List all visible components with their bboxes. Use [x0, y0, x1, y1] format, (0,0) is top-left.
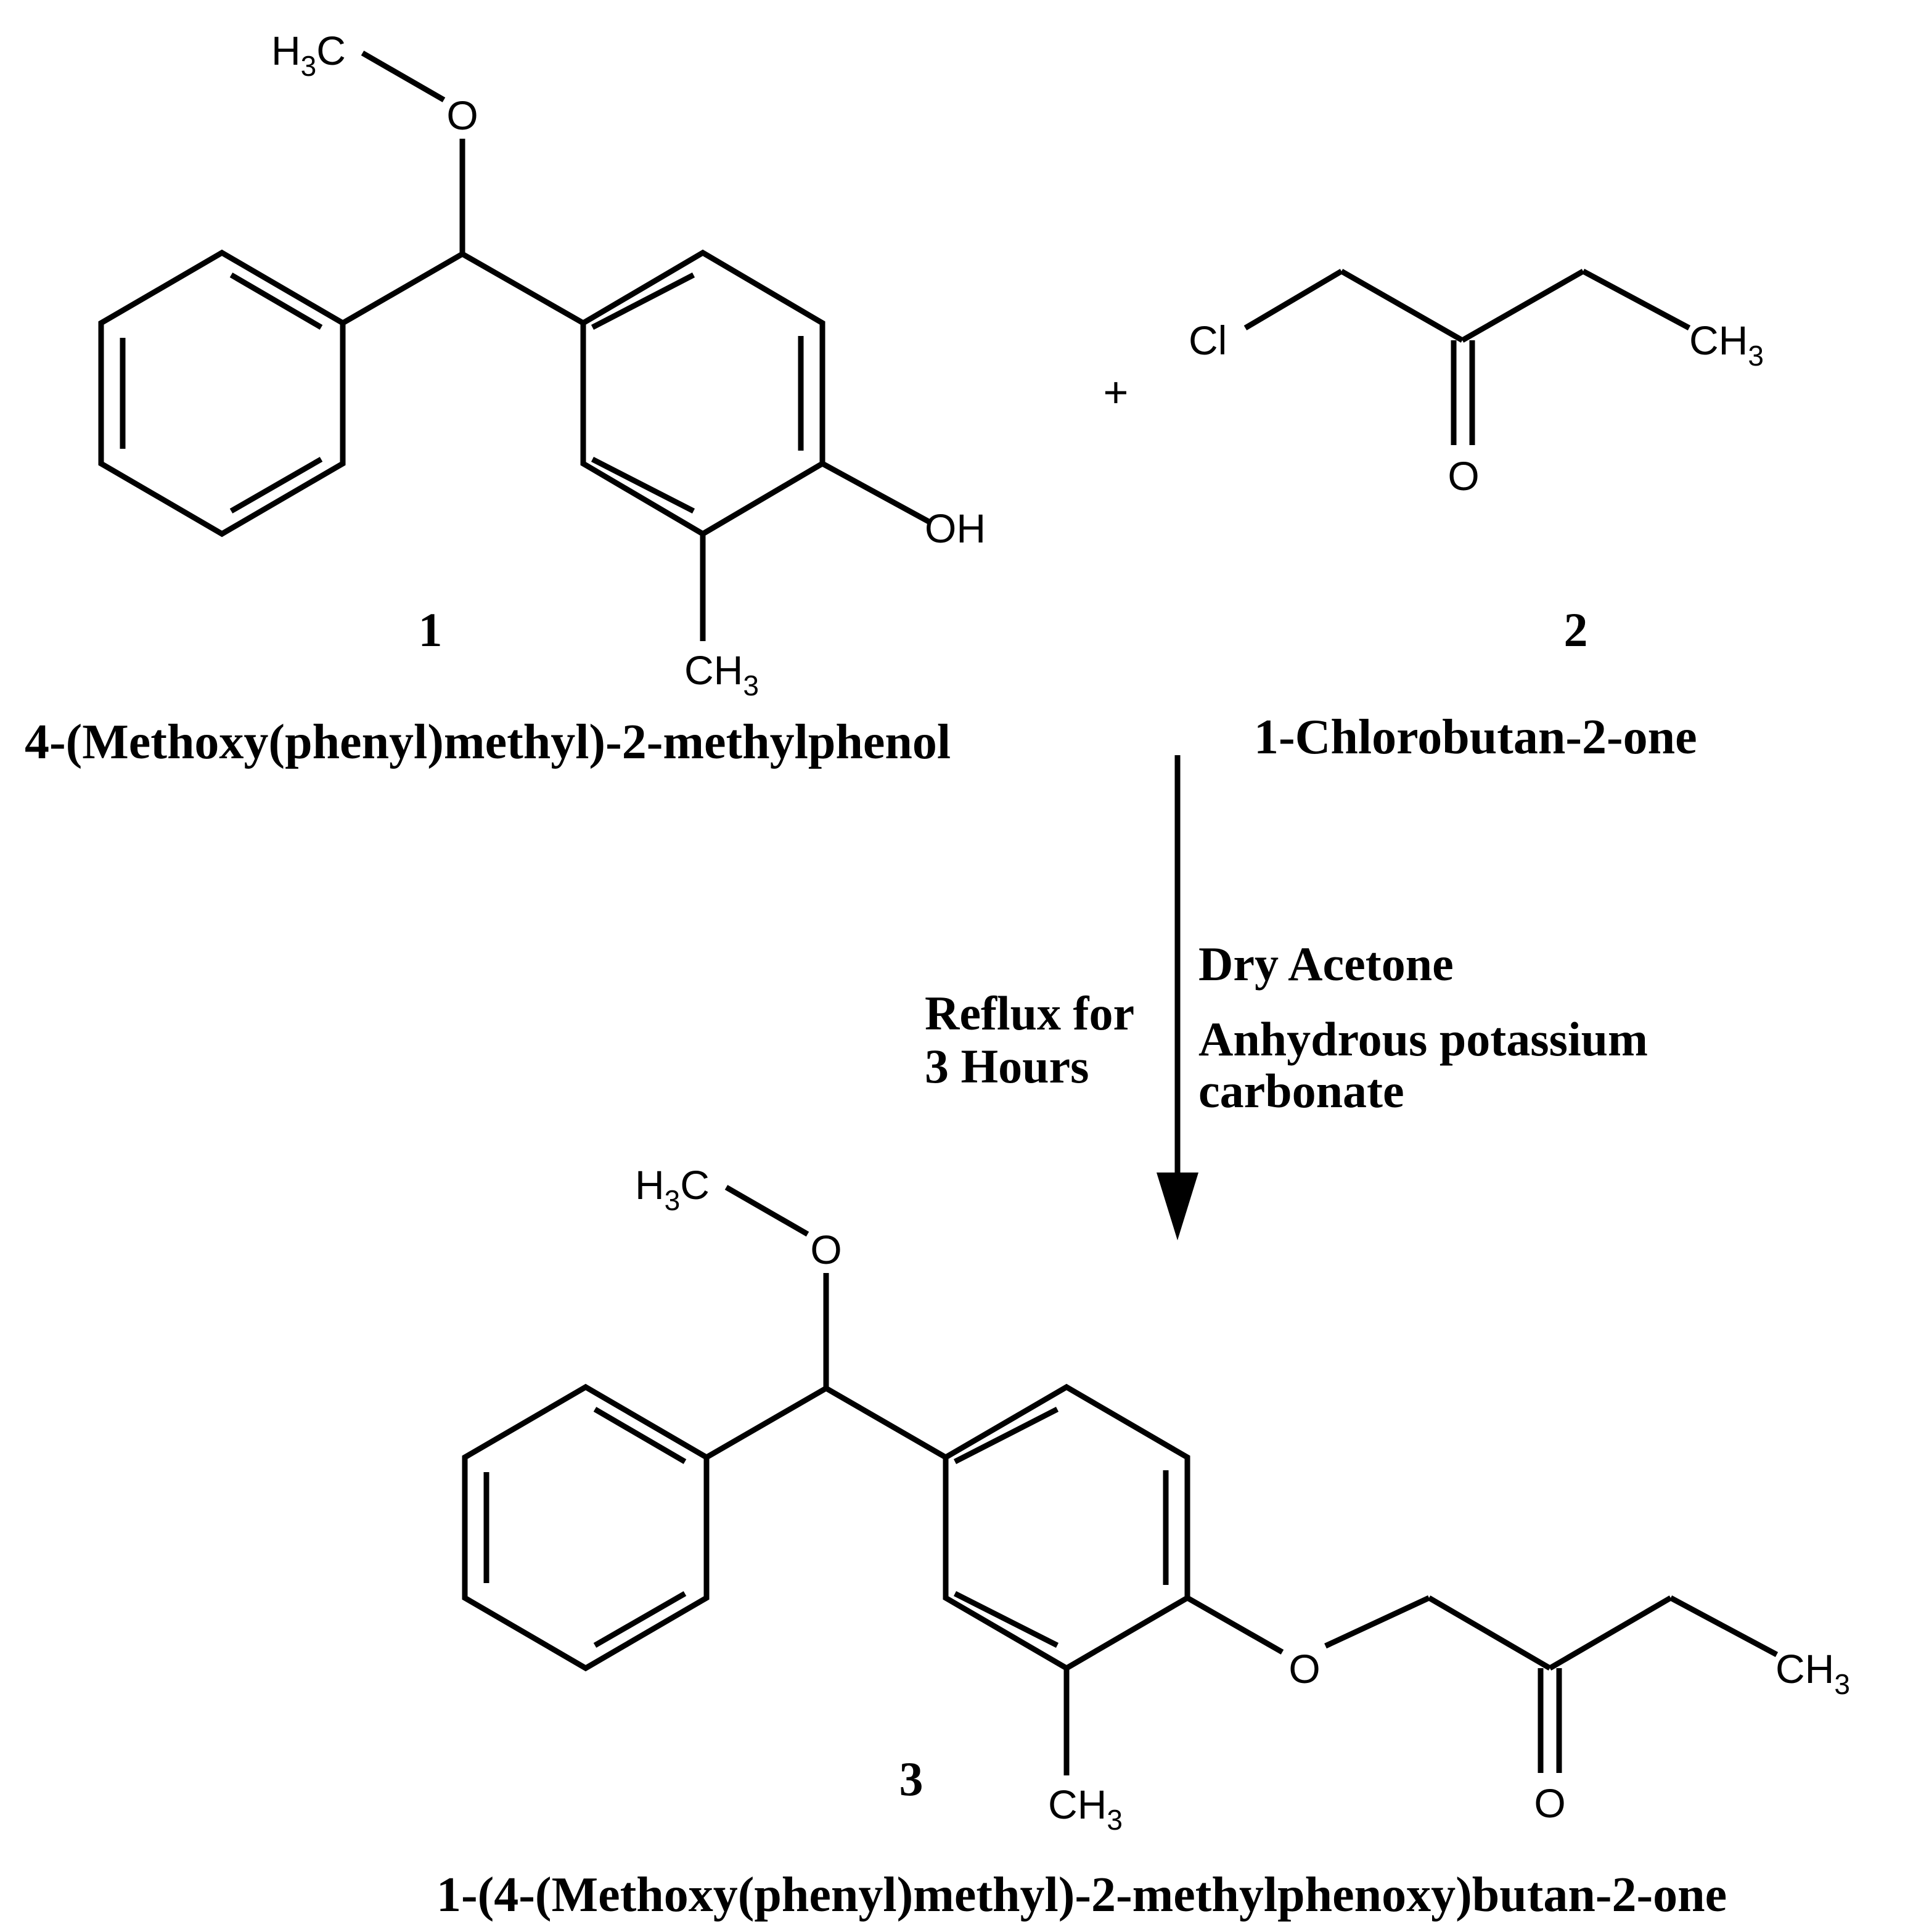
- compound-1-phenol-ring: [580, 249, 825, 538]
- condition-reflux-line1: Reflux for: [925, 986, 1134, 1040]
- compound-3-number: 3: [899, 1752, 924, 1806]
- compound-1-methoxy-ch3-label: H3C: [271, 28, 346, 82]
- compound-1-ether-oxygen-label: O: [446, 92, 478, 138]
- compound-3-carbonyl-oxygen-label: O: [1534, 1780, 1565, 1826]
- reaction-arrow: [1157, 755, 1198, 1240]
- compound-3-ether-oxygen-label: O: [810, 1227, 842, 1272]
- compound-3-name: 1-(4-(Methoxy(phenyl)methyl)-2-methylphe…: [436, 1868, 1727, 1922]
- compound-1-bond-ch-ring: [461, 252, 585, 325]
- compound-2-chlorine-label: Cl: [1189, 317, 1227, 363]
- compound-1-structure: H3C O OH CH3: [98, 28, 986, 702]
- compound-2-bond-c3-c4: [1581, 269, 1691, 330]
- compound-3-bond-ch-ring: [824, 1386, 948, 1460]
- compound-2-bond-c1-c2: [1340, 269, 1464, 343]
- compound-1-bond-phenyl-ch: [341, 252, 464, 325]
- compound-3-bond-o-ch2: [1324, 1595, 1430, 1649]
- compound-3-terminal-methyl-label: CH3: [1775, 1646, 1850, 1700]
- compound-2-structure: Cl O CH3: [1189, 269, 1764, 499]
- compound-2-terminal-methyl-label: CH3: [1689, 317, 1764, 372]
- compound-2-number: 2: [1564, 603, 1588, 657]
- compound-1-bond-o-ch3: [361, 51, 446, 102]
- condition-reflux-line2: 3 Hours: [925, 1039, 1089, 1093]
- compound-2-bond-c2-c3: [1460, 269, 1585, 343]
- compound-1-number: 1: [419, 603, 443, 657]
- condition-solvent: Dry Acetone: [1198, 937, 1454, 991]
- compound-3-aryl-ether-oxygen-label: O: [1288, 1646, 1320, 1692]
- compound-3-bond-ch2-ch3: [1669, 1595, 1779, 1657]
- compound-3-phenyl-ring: [462, 1383, 710, 1672]
- compound-3-bond-ch2-co: [1427, 1595, 1552, 1671]
- condition-base-line1: Anhydrous potassium: [1198, 1012, 1648, 1066]
- compound-1-hydroxyl-label: OH: [925, 506, 986, 551]
- compound-1-phenyl-ring: [98, 249, 346, 538]
- compound-1-bond-ring-oh: [821, 461, 933, 525]
- compound-3-bond-ring-o: [1186, 1595, 1284, 1655]
- compound-3-ring-methyl-label: CH3: [1048, 1782, 1123, 1836]
- compound-2-name: 1-Chlorobutan-2-one: [1254, 710, 1697, 764]
- compound-3-methoxy-ch3-label: H3C: [635, 1162, 710, 1216]
- compound-3-bond-co-ch2: [1548, 1595, 1673, 1671]
- compound-3-bond-phenyl-ch: [705, 1386, 828, 1460]
- compound-1-ring-methyl-label: CH3: [684, 647, 759, 702]
- plus-sign: +: [1104, 368, 1129, 416]
- compound-1-name: 4-(Methoxy(phenyl)methyl)-2-methylphenol: [25, 715, 951, 769]
- compound-3-aryl-ring: [943, 1383, 1190, 1672]
- compound-2-carbonyl-oxygen-label: O: [1448, 453, 1479, 499]
- compound-3-bond-o-ch3: [724, 1185, 809, 1237]
- compound-2-bond-cl-c1: [1243, 269, 1343, 330]
- compound-3-structure: H3C O O O CH3 CH3: [462, 1162, 1850, 1836]
- condition-base-line2: carbonate: [1198, 1064, 1404, 1118]
